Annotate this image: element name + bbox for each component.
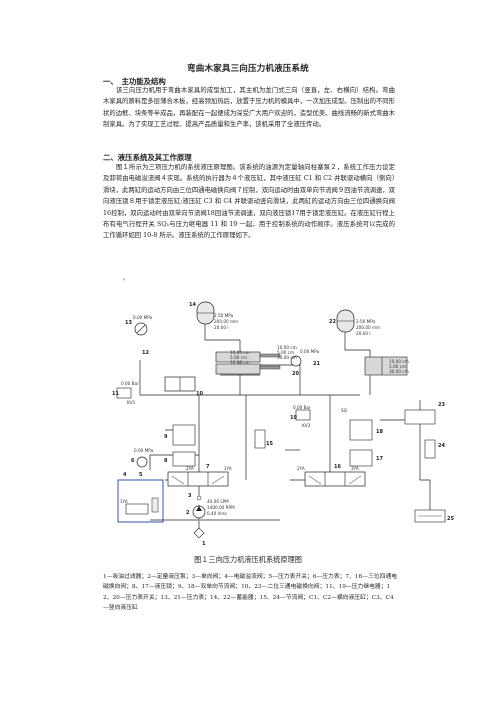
acc22-pressure-label: 2.50 MPa — [356, 319, 376, 324]
kv-left-label: KV1 — [127, 400, 136, 405]
pressure-gauge-6 — [136, 456, 148, 468]
component-number-8: 8 — [164, 458, 168, 464]
component-number-3: 3 — [188, 493, 192, 499]
component-number-10: 10 — [196, 391, 203, 397]
throttle-valve-9 — [172, 424, 196, 446]
section2-paragraph: 图１所示为三项压力机的系统液压原理图。该系统的油源为定量轴向柱塞泵２，系统工作压… — [103, 164, 395, 240]
pressure-switch-11 — [116, 387, 132, 399]
cylR-stroke-label: 30.00 cm — [389, 369, 409, 374]
component-number-6: 6 — [131, 458, 135, 464]
throttle-15 — [254, 429, 266, 449]
pump-speed-label: 1400.00 RPM — [207, 505, 235, 510]
valve-23 — [404, 409, 436, 425]
accumulator-22 — [336, 309, 355, 333]
acc22-height-label: 200.00 mm — [356, 325, 380, 330]
section2-heading: 二、液压系统及其工作原理 — [103, 153, 192, 162]
component-number-24: 24 — [438, 443, 445, 449]
pressure-switch-19 — [295, 409, 311, 421]
cylinder-left-top — [215, 351, 281, 375]
component-number-23: 23 — [438, 402, 445, 408]
valve16-coil-b: 3YA — [351, 466, 359, 471]
valve7-coil-a: 2YA — [186, 466, 194, 471]
valve7-coil-b: 1YA — [224, 466, 232, 471]
check-valve-3 — [196, 495, 202, 501]
section1-paragraph: 该三向压力机用于弯曲木家具的成型加工，其主机为龙门式三向（竖直，左、右横向）结构… — [103, 87, 395, 129]
component-number-22: 22 — [329, 319, 336, 325]
pump-displacement-label: 0.40 l/rev — [207, 511, 227, 516]
valve16-coil-a: 2YA — [297, 466, 305, 471]
switch19-reading: 0.00 Bar — [293, 405, 311, 410]
cylR-rod-label: 5.00 cm — [389, 364, 406, 369]
throttle-valve-18 — [349, 419, 373, 441]
component-number-2: 2 — [186, 510, 190, 516]
component-number-14: 14 — [189, 302, 196, 308]
stray-mark: ⸗ — [123, 276, 125, 283]
component-number-21: 21 — [313, 361, 320, 367]
gauge6-reading: 0.00 MPa — [134, 448, 154, 453]
kv-right-label: KV3 — [302, 423, 311, 428]
component-number-25: 25 — [447, 516, 454, 522]
cylR-bore-label: 10.00 cm — [389, 359, 409, 364]
throttle-24 — [424, 439, 436, 459]
hydraulic-lock-17 — [349, 449, 373, 467]
cylM-rod-label: 5.00 cm — [277, 350, 294, 355]
pressure-gauge-21 — [290, 355, 302, 367]
cylL-stroke-label: 10.00 cm — [230, 360, 250, 365]
acc14-height-label: 200.00 mm — [214, 319, 238, 324]
component-number-11: 11 — [112, 391, 119, 397]
cylM-bore-label: 10.00 cm — [277, 345, 297, 350]
relief-valve-4-frame — [117, 479, 164, 523]
gauge21-reading: 0.00 MPa — [300, 349, 320, 354]
gauge13-reading: 0.00 MPa — [133, 315, 153, 320]
component-number-15: 15 — [266, 441, 273, 447]
switch11-reading: 0.00 Bar — [121, 381, 139, 386]
cylL-bore-label: 10.00 cm — [230, 350, 250, 355]
component-number-12: 12 — [142, 350, 149, 356]
component-number-13: 13 — [125, 320, 132, 326]
section1-heading: 一、 主功能及结构 — [103, 77, 166, 86]
cylinder-right — [364, 356, 408, 376]
figure-caption: 图１三向压力机液压机系统原理图 — [194, 555, 302, 564]
suction-filter-1 — [193, 527, 205, 539]
acc14-volume-label: 20.00 l — [214, 325, 228, 330]
component-number-16: 16 — [334, 464, 341, 470]
figure-legend: 1—吸油过滤器；2—定量液压泵；3—单向阀；4—电磁溢流阀；5—压力表开关；6—… — [103, 574, 398, 612]
document-title: 弯曲木家具三向压力机液压系统 — [187, 64, 309, 74]
directional-valve-7 — [167, 471, 229, 487]
cylM-stroke-label: 30.00 cm — [277, 355, 297, 360]
component-number-5: 5 — [139, 472, 143, 478]
valve-10 — [164, 376, 196, 392]
acc22-volume-label: 20.00 l — [356, 331, 370, 336]
component-number-17: 17 — [376, 456, 383, 462]
component-number-7: 7 — [206, 464, 210, 470]
component-number-4: 4 — [123, 472, 127, 478]
hydraulic-lock-8 — [172, 451, 196, 467]
component-number-9: 9 — [164, 434, 168, 440]
accumulator-14 — [196, 301, 215, 325]
component-number-18: 18 — [376, 429, 383, 435]
component-number-20: 20 — [292, 371, 299, 377]
valve4-coil: 1YA — [120, 499, 128, 504]
component-number-19: 19 — [290, 415, 297, 421]
directional-valve-16 — [304, 471, 366, 487]
sq-label: SQ — [341, 408, 348, 413]
acc14-pressure-label: 2.50 MPa — [214, 313, 234, 318]
cylL-rod-label: 5.00 cm — [230, 355, 247, 360]
component-number-1: 1 — [202, 541, 206, 547]
pump-flow-label: 40.00 LPM — [207, 499, 229, 504]
